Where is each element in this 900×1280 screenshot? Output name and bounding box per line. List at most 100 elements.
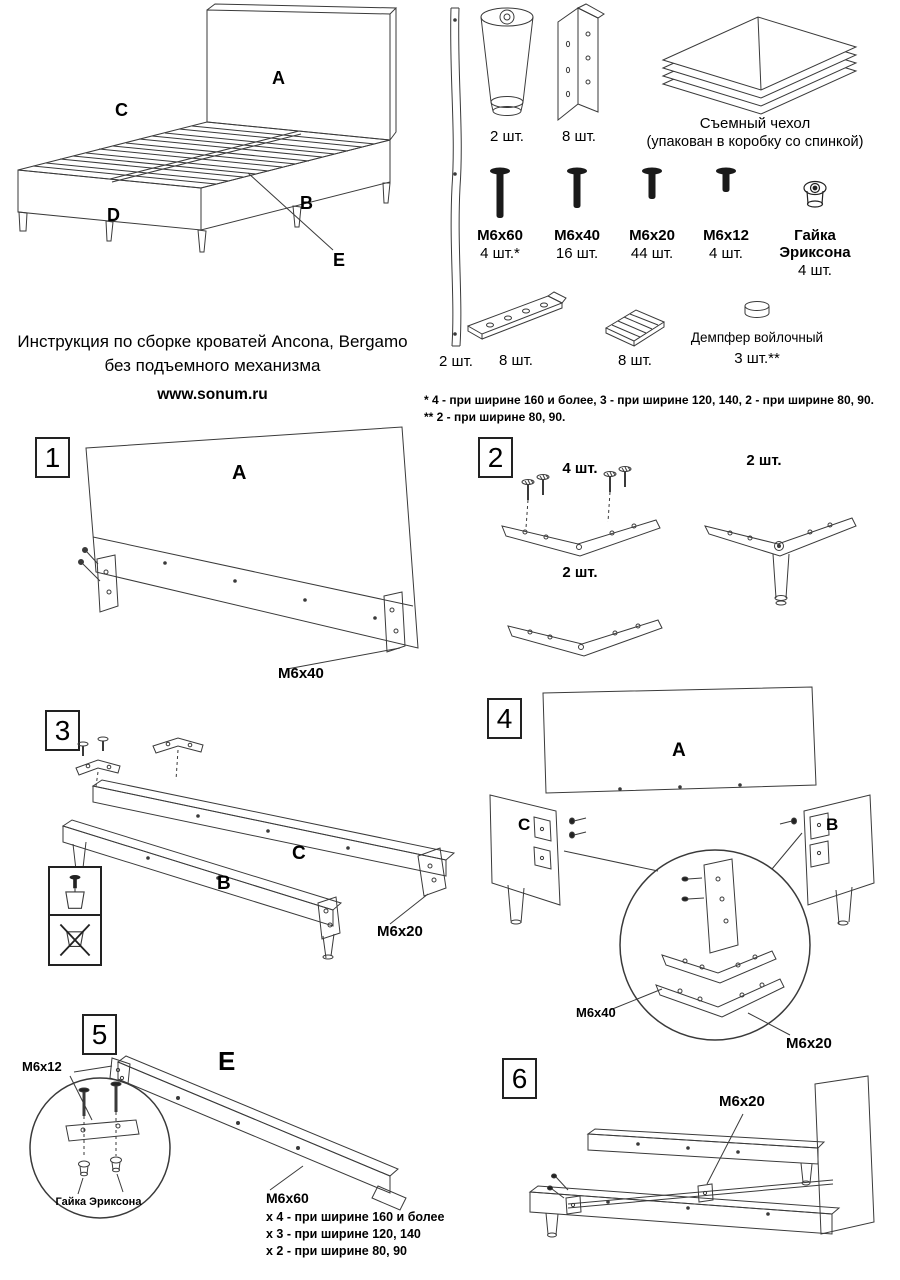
website-link[interactable]: www.sonum.ru bbox=[157, 386, 268, 403]
step-5-center-rail-drawing bbox=[29, 1055, 407, 1219]
part-corner-bracket bbox=[548, 2, 610, 126]
step-5-number: 5 bbox=[82, 1014, 117, 1055]
footnote-1: * 4 - при ширине 160 и более, 3 - при ши… bbox=[424, 393, 874, 407]
step-6-frame-drawing bbox=[528, 1075, 875, 1238]
step-3-bolt-callout: М6х20 bbox=[377, 923, 423, 940]
step-5-drawing-area bbox=[8, 1028, 440, 1280]
damper-name: Демпфер войлочный bbox=[690, 330, 824, 345]
cover-note: (упакован в коробку со спинкой) bbox=[646, 134, 864, 150]
title-line1: Инструкция по сборке кроватей Ancona, Be… bbox=[17, 332, 408, 351]
bolt-m6x20-icon bbox=[642, 167, 662, 199]
step-5-m6x60-notes: М6х60 х 4 - при ширине 160 и более х 3 -… bbox=[266, 1190, 444, 1260]
overview-label-e: E bbox=[333, 250, 346, 270]
erikson-nut-icon bbox=[803, 180, 827, 208]
slat-drawing bbox=[450, 7, 462, 347]
leg-attach-icon bbox=[50, 868, 100, 916]
part-cover bbox=[638, 5, 873, 115]
overview-label-d: D bbox=[107, 205, 120, 225]
step-1-drawing-area bbox=[75, 424, 425, 676]
corner-plate-drawing bbox=[604, 309, 666, 347]
erikson-nut-qty: 4 шт. bbox=[798, 262, 832, 279]
bolt-m6x60-icon bbox=[490, 167, 510, 218]
part-corner-plate bbox=[598, 298, 672, 350]
damper-qty: 3 шт.** bbox=[734, 350, 780, 367]
step-1-number: 1 bbox=[35, 437, 70, 478]
part-erikson-nut: Гайка Эриксона 4 шт. bbox=[762, 166, 868, 279]
step-2-brackets-drawing bbox=[501, 466, 857, 657]
part-bolt-m6x20: М6х20 44 шт. bbox=[607, 166, 697, 262]
footnote-2: ** 2 - при ширине 80, 90. bbox=[424, 410, 566, 424]
step-1-label-a: A bbox=[232, 462, 247, 484]
step-3-number: 3 bbox=[45, 710, 80, 751]
step-2-qty-top: 4 шт. bbox=[562, 460, 598, 477]
bolt-m6x60-qty: 4 шт.* bbox=[480, 245, 520, 262]
bolt-m6x20-name: М6х20 bbox=[629, 227, 675, 244]
step-4-number: 4 bbox=[487, 698, 522, 739]
step-4-drawing-area bbox=[480, 683, 900, 1083]
bolt-m6x40-qty: 16 шт. bbox=[555, 245, 599, 262]
step-3-label-b: B bbox=[217, 873, 231, 894]
slat-qty: 2 шт. bbox=[439, 353, 473, 370]
step-4-bolt-callout-m6x40: М6х40 bbox=[576, 1005, 616, 1020]
step-1-bolt-callout: М6х40 bbox=[278, 665, 324, 682]
flat-bracket-qty: 8 шт. bbox=[499, 352, 533, 369]
step-5-note-1: х 4 - при ширине 160 и более bbox=[266, 1210, 445, 1224]
footnotes: * 4 - при ширине 160 и более, 3 - при ши… bbox=[424, 392, 894, 426]
step-4-assembly-drawing bbox=[489, 686, 875, 1041]
erikson-nut-name: Гайка Эриксона bbox=[779, 227, 851, 261]
leg-drawing bbox=[480, 7, 534, 116]
prohibition-icon bbox=[50, 916, 100, 964]
step-2-qty-right: 2 шт. bbox=[746, 452, 782, 469]
bed-overview-drawing bbox=[17, 3, 398, 253]
step-2-qty-bottom: 2 шт. bbox=[562, 564, 598, 581]
damper-drawing bbox=[744, 301, 770, 318]
title-block: Инструкция по сборке кроватей Ancona, Be… bbox=[10, 330, 415, 378]
step-5-label-e: E bbox=[218, 1046, 236, 1076]
part-bolt-m6x60: М6х60 4 шт.* bbox=[455, 166, 545, 262]
step-5-nut-label: Гайка Эриксона bbox=[55, 1196, 142, 1208]
part-bolt-m6x12: М6х12 4 шт. bbox=[681, 166, 771, 262]
cover-name: Съемный чехол bbox=[699, 115, 811, 132]
corner-bracket-qty: 8 шт. bbox=[562, 128, 596, 145]
title-line2: без подъемного механизма bbox=[104, 356, 321, 375]
bolt-m6x60-name: М6х60 bbox=[477, 227, 523, 244]
bed-overview-section bbox=[5, 0, 430, 330]
step-2-number: 2 bbox=[478, 437, 513, 478]
step-5-bolt-callout-m6x60: М6х60 bbox=[266, 1190, 309, 1206]
part-flat-bracket bbox=[462, 286, 570, 350]
step-6-drawing-area bbox=[488, 1072, 900, 1280]
part-damper bbox=[722, 296, 792, 326]
step-5-bolt-callout-m6x12: М6х12 bbox=[22, 1059, 62, 1074]
step-3-label-c: C bbox=[292, 843, 306, 864]
step-6-number: 6 bbox=[502, 1058, 537, 1099]
step-5-note-3: х 2 - при ширине 80, 90 bbox=[266, 1244, 407, 1258]
step-6-bolt-callout: М6х20 bbox=[719, 1093, 765, 1110]
bolt-m6x20-qty: 44 шт. bbox=[630, 245, 674, 262]
part-slat bbox=[438, 2, 474, 352]
step-1-headboard-drawing bbox=[78, 426, 419, 670]
overview-label-c: C bbox=[115, 100, 128, 120]
cover-drawing bbox=[661, 16, 858, 115]
overview-label-b: B bbox=[300, 193, 313, 213]
step-3-rails-drawing bbox=[61, 736, 456, 960]
bolt-m6x40-name: М6х40 bbox=[554, 227, 600, 244]
bolt-m6x12-qty: 4 шт. bbox=[709, 245, 743, 262]
bolt-m6x12-name: М6х12 bbox=[703, 227, 749, 244]
step-4-label-b: B bbox=[826, 815, 839, 834]
part-leg bbox=[475, 4, 539, 126]
step-4-label-a: A bbox=[672, 740, 686, 761]
leg-qty: 2 шт. bbox=[490, 128, 524, 145]
step-3-drawing-area bbox=[18, 728, 468, 963]
flat-bracket-drawing bbox=[466, 291, 567, 340]
step-2-drawing-area bbox=[480, 448, 900, 693]
step-5-note-2: х 3 - при ширине 120, 140 bbox=[266, 1227, 421, 1241]
step-4-label-c: C bbox=[518, 815, 531, 834]
part-bolt-m6x40: М6х40 16 шт. bbox=[532, 166, 622, 262]
corner-plate-qty: 8 шт. bbox=[618, 352, 652, 369]
bolt-m6x12-icon bbox=[716, 167, 736, 192]
step-3-icon-box bbox=[48, 866, 102, 966]
corner-bracket-drawing bbox=[557, 3, 605, 122]
overview-label-a: A bbox=[272, 68, 285, 88]
bolt-m6x40-icon bbox=[567, 167, 587, 208]
